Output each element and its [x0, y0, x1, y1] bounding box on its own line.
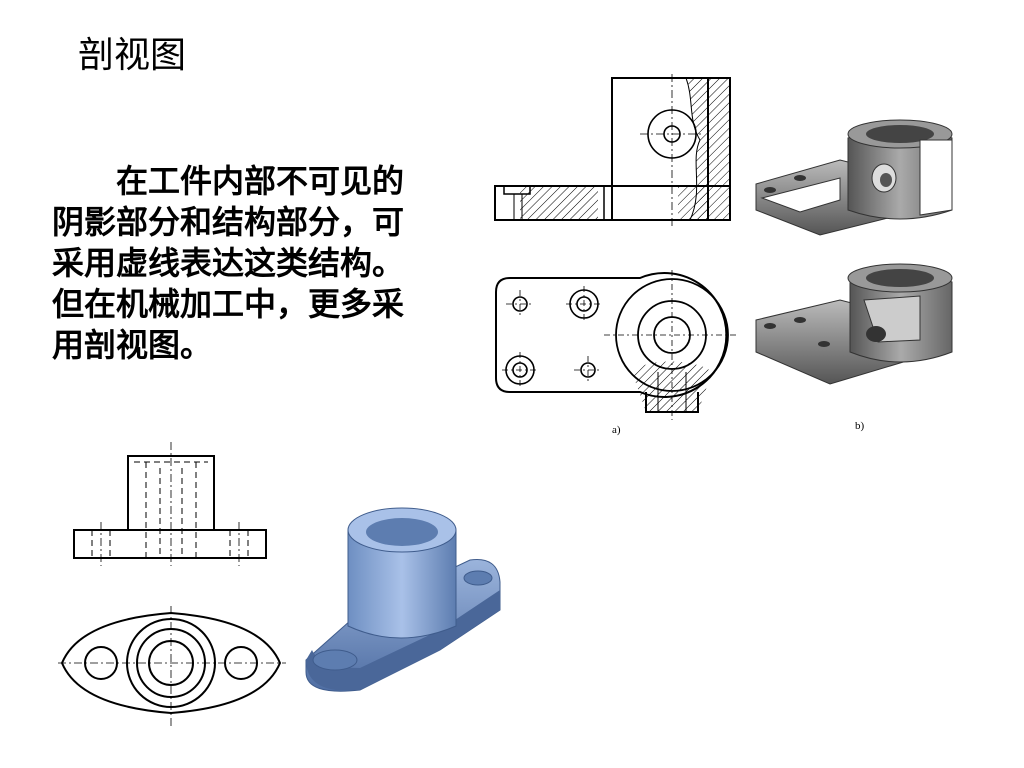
- cutaway-model-lower: [755, 263, 953, 385]
- slide-title: 剖视图: [78, 35, 187, 76]
- hidden-line-drawing: [58, 442, 286, 726]
- section-view-drawing: [494, 74, 738, 420]
- hidden-line-top-view: [58, 606, 286, 726]
- caption-a: a): [612, 424, 621, 436]
- flange-3d-model: [305, 507, 501, 692]
- cutaway-3d-model: [755, 119, 953, 385]
- body-text: 在工件内部不可见的 阴影部分和结构部分，可 采用虚线表达这类结构。 但在机械加工…: [52, 161, 444, 366]
- body-line: 采用虚线表达这类结构。: [52, 244, 405, 282]
- body-line: 但在机械加工中，更多采: [52, 285, 405, 323]
- body-line: 在工件内部不可见的: [116, 162, 405, 200]
- front-section-view: [494, 74, 731, 226]
- top-section-view: [495, 270, 738, 420]
- cutaway-model-upper: [755, 119, 953, 236]
- hidden-line-front-view: [73, 442, 267, 566]
- caption-b: b): [855, 420, 865, 432]
- body-line: 阴影部分和结构部分，可: [52, 203, 405, 241]
- body-line: 用剖视图。: [52, 326, 213, 364]
